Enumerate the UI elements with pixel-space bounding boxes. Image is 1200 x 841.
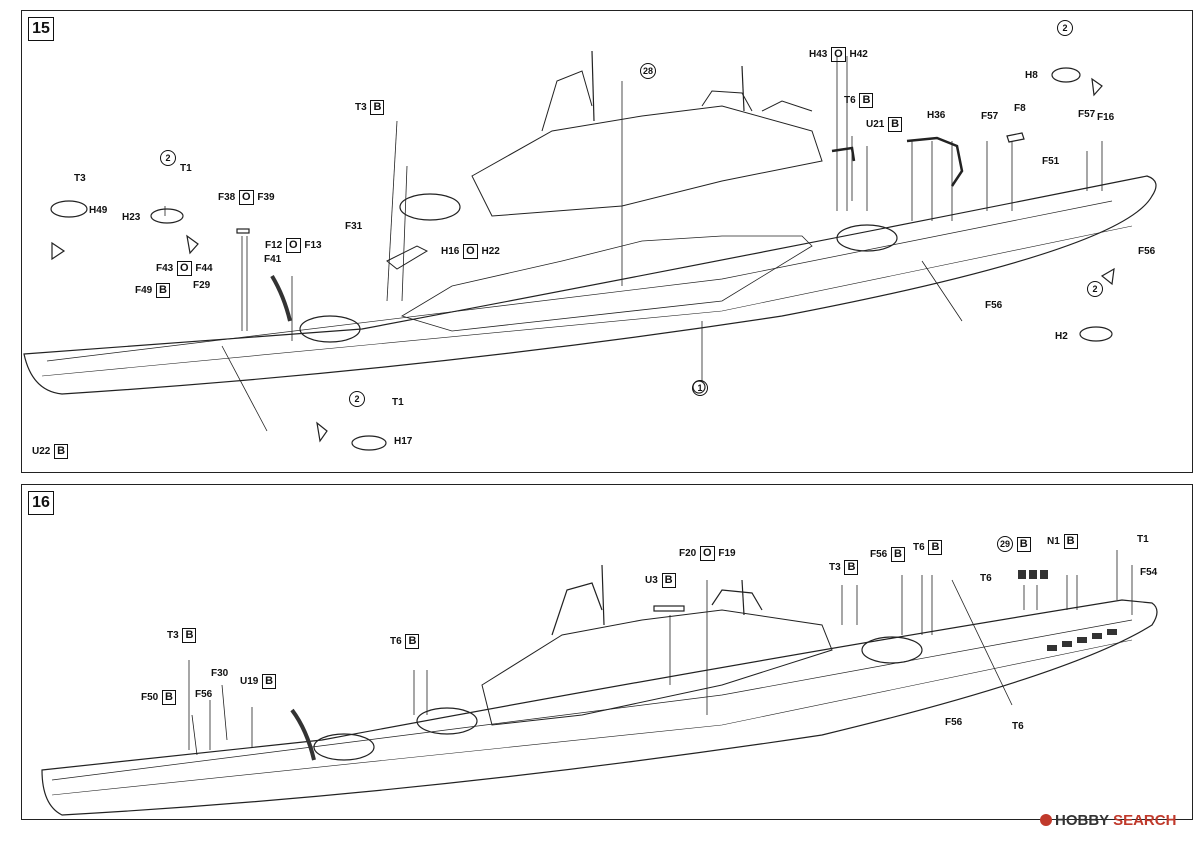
label-f8: F8: [1014, 103, 1026, 114]
label-t3-b: T3 B: [355, 100, 385, 115]
label-h16-h22: H16 O H22: [441, 244, 500, 259]
label-u19: U19 B: [240, 674, 277, 689]
label-u21: U21 B: [866, 117, 903, 132]
label-t1: T1: [1137, 534, 1149, 545]
ship-drawing-step16: [41, 550, 1158, 816]
label-u22: U22 B: [32, 444, 69, 459]
label-t1: T1: [180, 163, 192, 174]
hobby-search-watermark: HOBBY SEARCH: [1040, 812, 1176, 829]
label-f43-f44: F43 O F44: [156, 261, 213, 276]
label-t3: T3 B: [829, 560, 859, 575]
label-f56-e: F56: [945, 717, 963, 728]
label-f57: F57: [981, 111, 999, 122]
label-t6-c: T6: [980, 573, 992, 584]
label-h36: H36: [927, 110, 946, 121]
label-f49: F49 B: [135, 283, 171, 298]
label-f56-d: F56: [195, 689, 213, 700]
label-f41: F41: [264, 254, 282, 265]
label-h43-h42: H43 O H42: [809, 47, 868, 62]
callout-2-c: 2: [1087, 281, 1103, 297]
callout-28: 28: [640, 63, 656, 79]
label-n1: N1 B: [1047, 534, 1079, 549]
step-number: 16: [28, 491, 54, 515]
label-f38-f39: F38 O F39: [218, 190, 275, 205]
step-number: 15: [28, 17, 54, 41]
label-f31: F31: [345, 221, 363, 232]
label-f56: F56 B: [870, 547, 906, 562]
label-f56-b: F56: [985, 300, 1003, 311]
label-f16: F16: [1097, 112, 1115, 123]
label-t3: T3: [74, 173, 86, 184]
label-f50: F50 B: [141, 690, 177, 705]
ship-drawing-step15: [23, 50, 1157, 451]
label-t6: T6 B: [844, 93, 874, 108]
label-t6-e: T6: [1012, 721, 1024, 732]
label-f51: F51: [1042, 156, 1060, 167]
label-f54: F54: [1140, 567, 1158, 578]
label-f12-f13: F12 O F13: [265, 238, 322, 253]
label-t6-d: T6 B: [390, 634, 420, 649]
label-t6: T6 B: [913, 540, 943, 555]
label-h2: H2: [1055, 331, 1068, 342]
label-h17: H17: [394, 436, 413, 447]
label-f20-f19: F20 O F19: [679, 546, 736, 561]
label-h49: H49: [89, 205, 108, 216]
label-f57-b: F57: [1078, 109, 1096, 120]
label-f30: F30: [211, 668, 229, 679]
label-29: 29 B: [997, 536, 1032, 552]
label-f29: F29: [193, 280, 211, 291]
callout-2-b: 2: [1057, 20, 1073, 36]
label-h8: H8: [1025, 70, 1038, 81]
label-u3: U3 B: [645, 573, 677, 588]
step-15-panel: 15: [21, 10, 1193, 473]
step-16-panel: 16: [21, 484, 1193, 820]
label-t1-b: T1: [392, 397, 404, 408]
callout-2-d: 2: [349, 391, 365, 407]
callout-1: 1: [692, 380, 708, 396]
callout-2: 2: [160, 150, 176, 166]
label-t3-d: T3 B: [167, 628, 197, 643]
hobby-search-logo-icon: [1040, 814, 1052, 826]
label-f56: F56: [1138, 246, 1156, 257]
label-h23: H23: [122, 212, 141, 223]
